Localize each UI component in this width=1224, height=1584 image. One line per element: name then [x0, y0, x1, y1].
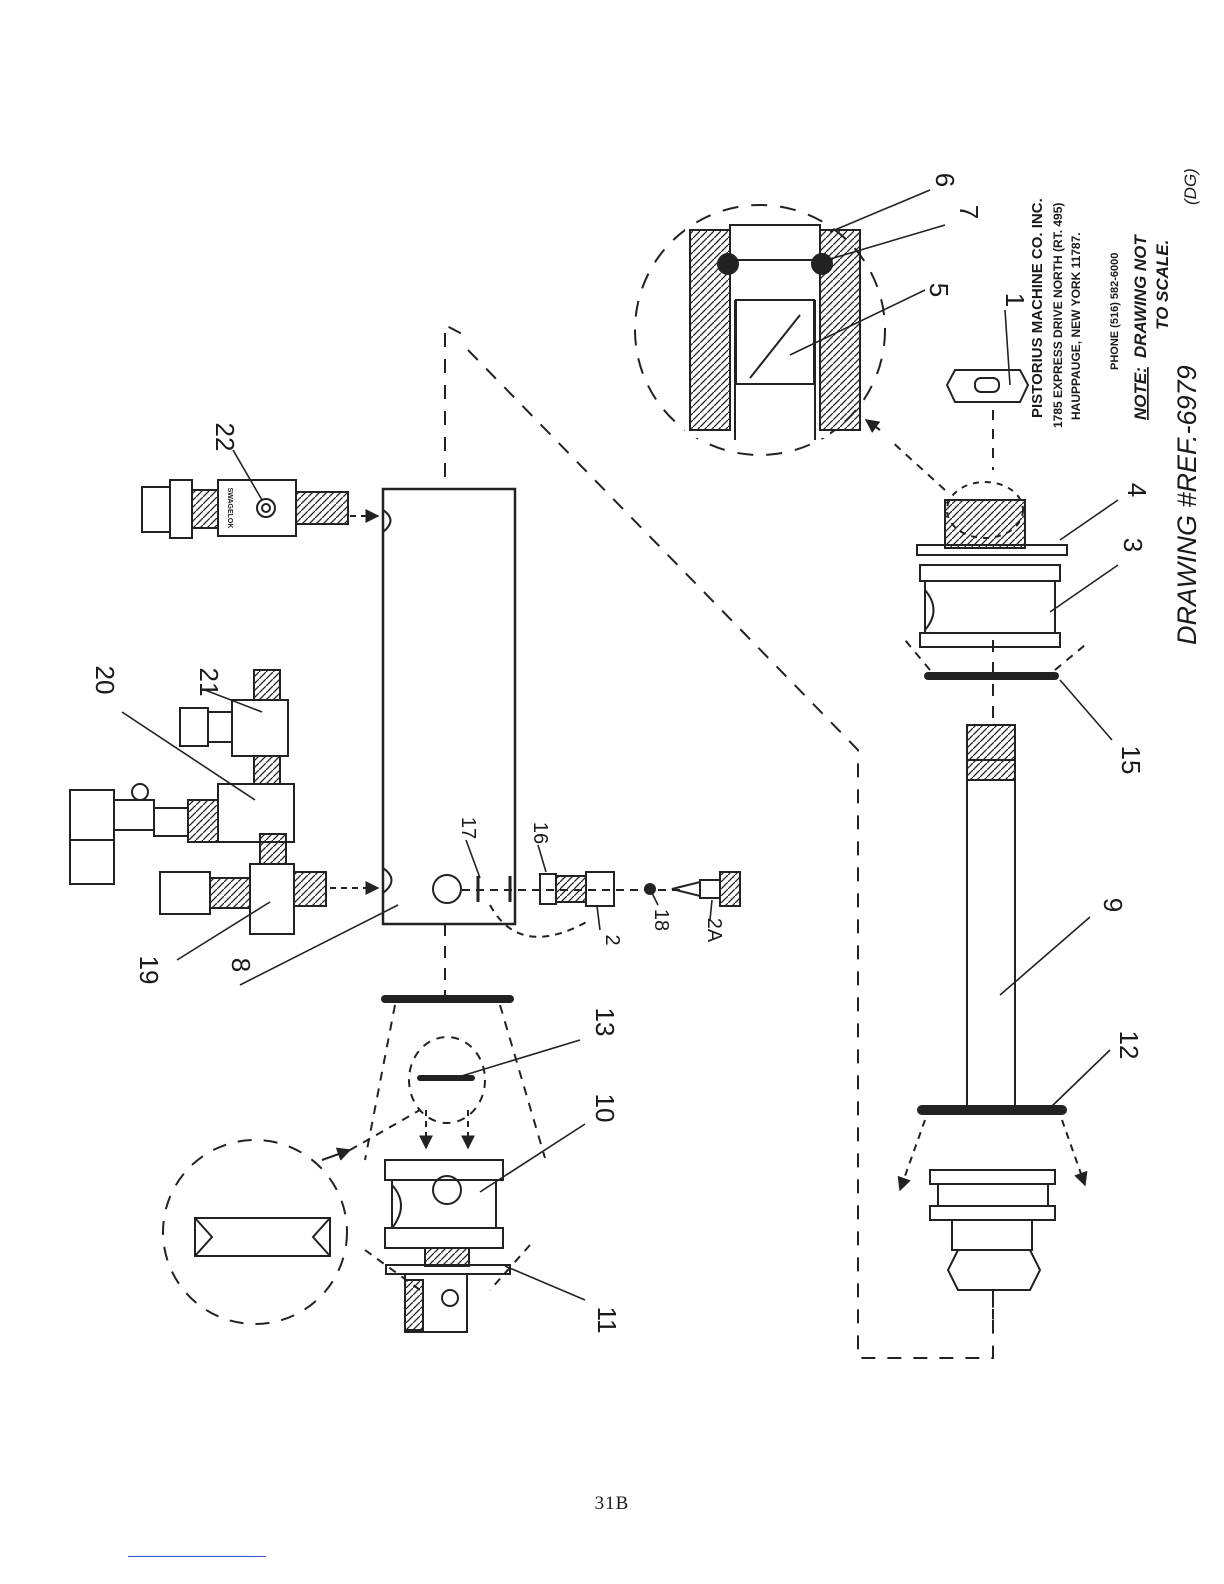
drawing-number: DRAWING #REF.-6979 [1172, 365, 1202, 645]
label-11: 7 [954, 205, 984, 219]
label-2A: 2A [703, 918, 725, 943]
label-16: 16 [529, 822, 551, 844]
label-4: 4 [1122, 483, 1152, 497]
valve-fitting [142, 480, 378, 538]
label-6: 10 [590, 1094, 620, 1123]
company-phone: PHONE (516) 582-6000 [1109, 253, 1121, 370]
label-21: 21 [194, 668, 224, 697]
label-7: 11 [592, 1307, 622, 1334]
label-1: 1 [1000, 293, 1030, 307]
label-12: 12 [1114, 1031, 1144, 1060]
label-15: 15 [1116, 746, 1146, 775]
revision-mark: (DG) [1181, 168, 1200, 205]
assembly-outline [445, 325, 993, 1358]
label-10: 6 [930, 173, 960, 187]
label-5: 9 [1098, 898, 1128, 912]
label-8: 8 [226, 958, 256, 972]
company-street: 1785 EXPRESS DRIVE NORTH (RT. 495) [1051, 203, 1065, 428]
label-2: 2 [601, 934, 623, 945]
label-3: 3 [1118, 538, 1148, 552]
piston-rod [900, 725, 1085, 1330]
label-18: 18 [650, 909, 672, 931]
company-city: HAUPPAUGE, NEW YORK 11787. [1069, 232, 1083, 420]
label-17: 17 [457, 817, 479, 839]
manifold-block [383, 489, 515, 924]
needle-valve-group [462, 872, 740, 937]
company-name: PISTORIUS MACHINE CO. INC. [1029, 198, 1046, 418]
nozzle-detail-circle [635, 205, 945, 490]
tee-fitting [160, 834, 378, 934]
label-9: 5 [924, 283, 954, 297]
seal-detail-circle [163, 1110, 420, 1324]
page-number: 31B [0, 1493, 1224, 1515]
footer-rule [128, 1556, 266, 1557]
note-text-1: DRAWING NOT [1131, 234, 1150, 358]
valve-marking: SWAGELOK [226, 488, 233, 529]
label-22: 22 [210, 423, 240, 452]
label-20: 20 [90, 666, 120, 695]
note-label: NOTE: [1131, 367, 1150, 420]
note-text-2: TO SCALE. [1153, 240, 1172, 330]
label-19: 19 [134, 956, 164, 985]
title-block: PISTORIUS MACHINE CO. INC. 1785 EXPRESS … [1029, 168, 1202, 645]
label-13: 13 [590, 1008, 620, 1037]
